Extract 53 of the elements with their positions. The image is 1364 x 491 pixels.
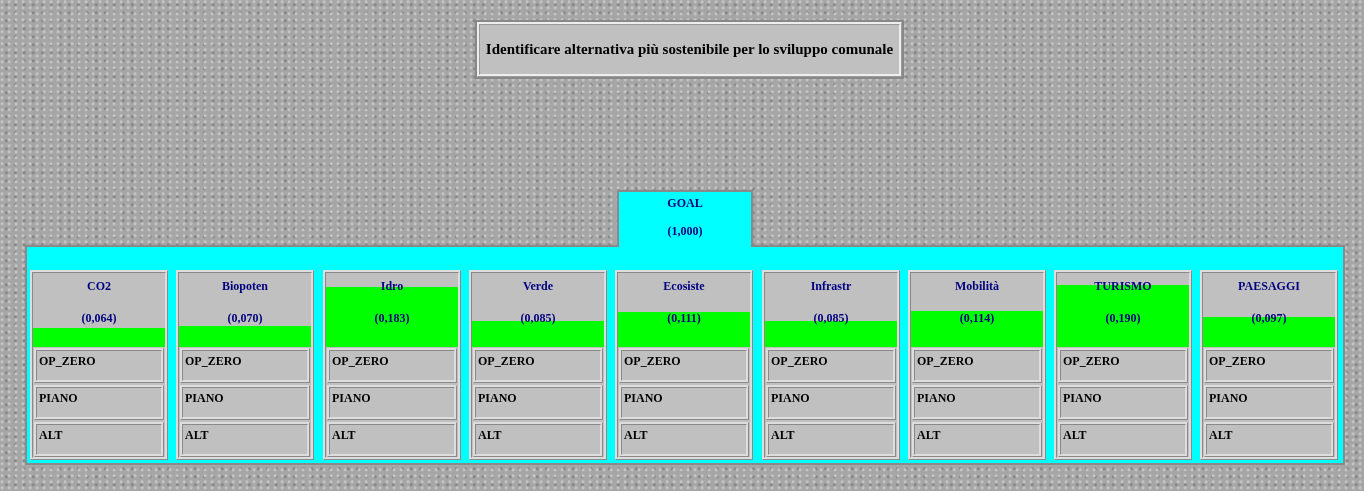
alternative-box: PIANO (34, 385, 164, 420)
alternative-box: OP_ZERO (766, 348, 896, 383)
goal-name: GOAL (666, 196, 704, 211)
alternative-box: PIANO (473, 385, 603, 420)
alternative-box: OP_ZERO (473, 348, 603, 383)
criterion-card (762, 270, 900, 460)
criterion-name: CO2 (86, 279, 112, 294)
alternative-box: PIANO (619, 385, 749, 420)
criterion-card (176, 270, 314, 460)
weight-value: (0,114) (958, 311, 996, 326)
weight-value: (0,111) (666, 311, 702, 326)
alternative-box: PIANO (766, 385, 896, 420)
alternative-box: PIANO (1058, 385, 1188, 420)
alternative-box: OP_ZERO (912, 348, 1042, 383)
alternative-box: OP_ZERO (34, 348, 164, 383)
alternative-box: PIANO (912, 385, 1042, 420)
criterion-name: Infrastr (809, 279, 853, 294)
alternative-box: ALT (619, 422, 749, 457)
alternative-box: ALT (34, 422, 164, 457)
alternative-box: ALT (180, 422, 310, 457)
alternative-box: OP_ZERO (327, 348, 457, 383)
alternative-box: OP_ZERO (1204, 348, 1334, 383)
weight-value: (0,064) (80, 311, 118, 326)
criterion-card (1200, 270, 1338, 460)
weight-value: (1,000) (666, 224, 704, 239)
alternative-box: ALT (473, 422, 603, 457)
criterion-card (1054, 270, 1192, 460)
alternative-box: OP_ZERO (619, 348, 749, 383)
goal-statement-box: Identificare alternativa più sostenibile per lo sviluppo comunale (477, 22, 902, 77)
criterion-card (615, 270, 753, 460)
alternative-box: ALT (1058, 422, 1188, 457)
weight-value: (0,070) (226, 311, 264, 326)
criterion-card (469, 270, 607, 460)
alternative-box: ALT (766, 422, 896, 457)
criterion-card (30, 270, 168, 460)
weight-value: (0,190) (1104, 311, 1142, 326)
alternative-box: PIANO (180, 385, 310, 420)
alternative-box: PIANO (1204, 385, 1334, 420)
criterion-name: PAESAGGI (1237, 279, 1301, 294)
alternative-box: ALT (912, 422, 1042, 457)
alternative-box: OP_ZERO (180, 348, 310, 383)
goal-panel (25, 190, 1345, 465)
alternative-box: ALT (1204, 422, 1334, 457)
alternative-box: OP_ZERO (1058, 348, 1188, 383)
criterion-name: Ecosiste (662, 279, 706, 294)
weight-value: (0,183) (373, 311, 411, 326)
criterion-card (323, 270, 461, 460)
criterion-card (908, 270, 1046, 460)
criterion-name: Verde (521, 279, 555, 294)
criterion-name: Biopoten (221, 279, 269, 294)
criterion-name: Mobilità (954, 279, 1000, 294)
alternative-box: ALT (327, 422, 457, 457)
alternative-box: PIANO (327, 385, 457, 420)
